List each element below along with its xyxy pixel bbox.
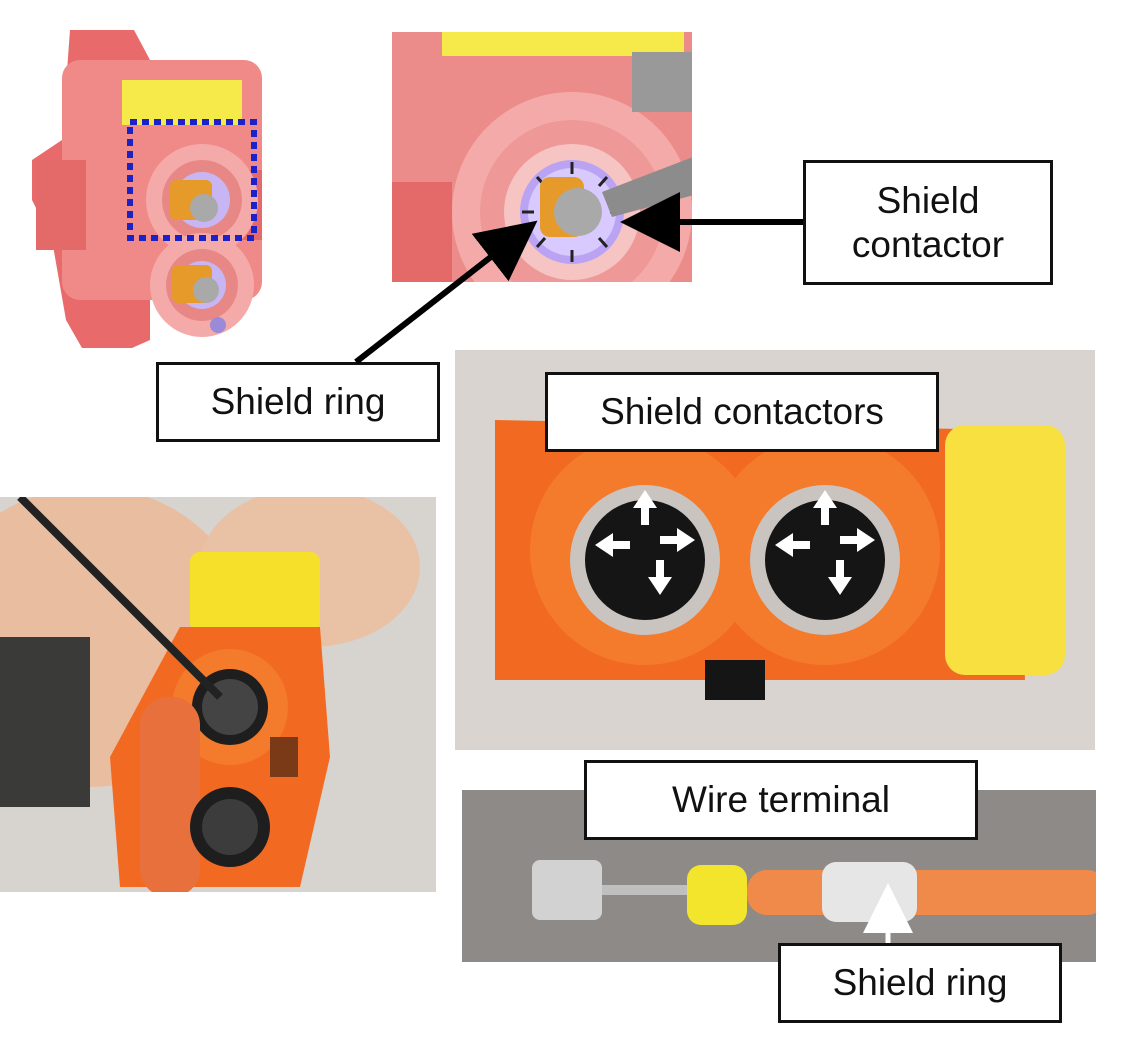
callout-shield-ring-top: Shield ring: [156, 362, 440, 442]
photo-hand-connector: [0, 497, 436, 892]
callout-shield-contactor: Shield contactor: [803, 160, 1053, 285]
latch-yellow: [190, 552, 320, 632]
focus-box: [127, 119, 257, 241]
orange-wire: [747, 870, 1096, 915]
cad-shield-detail: [392, 32, 692, 282]
callout-shield-ring-bottom: Shield ring: [778, 943, 1062, 1023]
shield-ring-metal: [822, 862, 917, 922]
seal-yellow: [687, 865, 747, 925]
latch-yellow: [122, 80, 242, 125]
callout-shield-contactors: Shield contactors: [545, 372, 939, 452]
latch-yellow: [945, 425, 1065, 675]
contact-arrows: [595, 490, 875, 595]
probe-tool: [17, 497, 223, 700]
cad-connector-overview: [22, 20, 272, 350]
terminal-metal: [532, 860, 602, 920]
callout-wire-terminal: Wire terminal: [584, 760, 978, 840]
